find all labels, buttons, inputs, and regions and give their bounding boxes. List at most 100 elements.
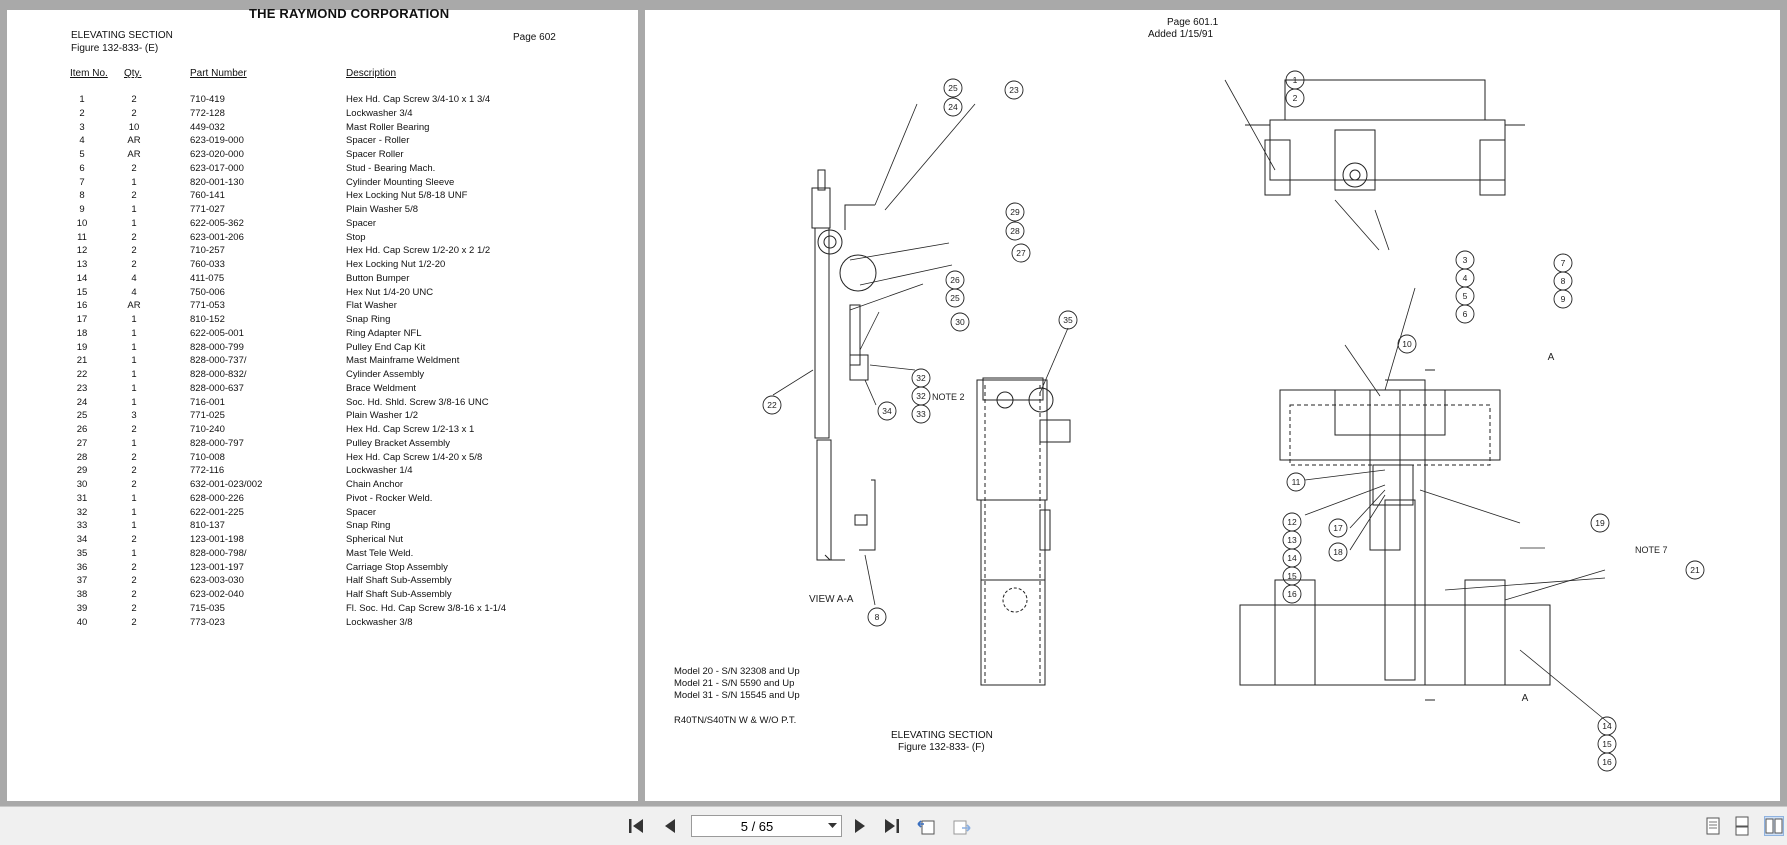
col-header-part: Part Number bbox=[190, 68, 247, 79]
part-number-cell: 771-053 bbox=[190, 300, 225, 312]
single-page-mode-button[interactable] bbox=[1703, 816, 1723, 836]
callout-25: 25 bbox=[948, 83, 958, 93]
item-no-cell: 22 bbox=[76, 369, 88, 380]
part-number-cell: 828-000-832/ bbox=[190, 369, 247, 380]
qty-cell: 1 bbox=[131, 204, 137, 215]
page-number-selector[interactable] bbox=[691, 815, 842, 837]
item-no-cell: 21 bbox=[76, 355, 88, 367]
description-cell: Hex Hd. Cap Screw 1/2-20 x 2 1/2 bbox=[346, 245, 491, 257]
previous-view-button[interactable] bbox=[916, 816, 936, 836]
caption-figure: Figure 132-833- (F) bbox=[898, 742, 985, 753]
qty-cell: 2 bbox=[131, 107, 137, 119]
next-page-button[interactable] bbox=[850, 816, 870, 836]
back-view-icon bbox=[917, 820, 935, 835]
chevron-down-icon[interactable] bbox=[828, 821, 837, 829]
item-no-cell: 31 bbox=[76, 492, 88, 504]
description-cell: Stop bbox=[346, 231, 366, 243]
two-page-icon bbox=[1765, 818, 1783, 834]
callout-7: 7 bbox=[1561, 258, 1566, 268]
item-no-cell: 37 bbox=[76, 575, 88, 587]
callout-2: 2 bbox=[1293, 93, 1298, 103]
next-view-button[interactable] bbox=[952, 816, 972, 836]
part-number-cell: 760-033 bbox=[190, 259, 225, 270]
callout-22: 22 bbox=[767, 400, 777, 410]
part-number-cell: 771-025 bbox=[190, 410, 225, 422]
part-number-cell: 772-128 bbox=[190, 107, 225, 119]
description-cell: Plain Washer 1/2 bbox=[346, 410, 418, 422]
item-no-cell: 11 bbox=[77, 231, 87, 243]
two-page-mode-button[interactable] bbox=[1764, 816, 1784, 836]
callout-32b: 32 bbox=[916, 391, 926, 401]
callout-15: 15 bbox=[1287, 571, 1297, 581]
qty-cell: 2 bbox=[131, 231, 137, 243]
item-no-cell: 32 bbox=[76, 506, 88, 518]
qty-cell: 2 bbox=[131, 602, 137, 614]
section-a-top: A bbox=[1548, 352, 1555, 363]
description-cell: Hex Locking Nut 5/8-18 UNF bbox=[346, 190, 468, 202]
first-page-button[interactable] bbox=[626, 816, 646, 836]
part-number-cell: 828-000-799 bbox=[190, 341, 244, 353]
continuous-mode-button[interactable] bbox=[1732, 816, 1752, 836]
qty-cell: 1 bbox=[131, 327, 137, 339]
description-cell: Snap Ring bbox=[346, 314, 391, 325]
carriage-top-view-drawing bbox=[1245, 79, 1525, 196]
single-page-icon bbox=[1706, 817, 1720, 835]
description-cell: Flat Washer bbox=[346, 300, 397, 312]
callout-23: 23 bbox=[1009, 85, 1019, 95]
page-number-input[interactable] bbox=[692, 816, 822, 836]
corporation-header: THE RAYMOND CORPORATION bbox=[249, 6, 450, 21]
description-cell: Spherical Nut bbox=[346, 534, 404, 545]
added-date: Added 1/15/91 bbox=[1148, 29, 1214, 40]
callout-26: 26 bbox=[950, 275, 960, 285]
callout-18: 18 bbox=[1333, 547, 1343, 557]
callout-34: 34 bbox=[882, 406, 892, 416]
item-no-cell: 40 bbox=[76, 616, 88, 628]
qty-cell: 1 bbox=[131, 355, 137, 367]
item-no-cell: 3 bbox=[79, 121, 85, 133]
description-cell: Spacer Roller bbox=[346, 149, 404, 160]
col-header-qty: Qty. bbox=[124, 68, 142, 79]
description-cell: Half Shaft Sub-Assembly bbox=[346, 575, 452, 587]
qty-cell: 4 bbox=[131, 272, 137, 284]
qty-cell: 2 bbox=[131, 162, 137, 174]
callout-8: 8 bbox=[875, 612, 880, 622]
callout-3: 3 bbox=[1463, 255, 1468, 265]
part-number-cell: 771-027 bbox=[190, 204, 225, 215]
qty-cell: 2 bbox=[131, 190, 137, 202]
callout-circles bbox=[762, 70, 1705, 772]
part-number-cell: 750-006 bbox=[190, 286, 225, 298]
part-number-cell: 810-152 bbox=[190, 314, 225, 325]
item-no-cell: 9 bbox=[79, 204, 85, 215]
previous-page-button[interactable] bbox=[660, 816, 680, 836]
part-number-cell: 622-005-362 bbox=[190, 217, 244, 229]
section-title: ELEVATING SECTION bbox=[71, 30, 173, 41]
item-no-cell: 26 bbox=[76, 424, 88, 435]
description-cell: Cylinder Assembly bbox=[346, 369, 425, 380]
last-page-button[interactable] bbox=[882, 816, 902, 836]
description-cell: Hex Hd. Cap Screw 3/4-10 x 1 3/4 bbox=[346, 94, 491, 105]
item-no-cell: 35 bbox=[76, 547, 88, 559]
description-cell: Lockwasher 3/4 bbox=[346, 107, 413, 119]
callout-5: 5 bbox=[1463, 291, 1468, 301]
caption-title: ELEVATING SECTION bbox=[891, 730, 993, 741]
qty-cell: 1 bbox=[131, 369, 137, 380]
part-number-cell: 123-001-197 bbox=[190, 561, 244, 573]
part-number-cell: 772-116 bbox=[190, 465, 225, 477]
qty-cell: AR bbox=[127, 300, 141, 312]
